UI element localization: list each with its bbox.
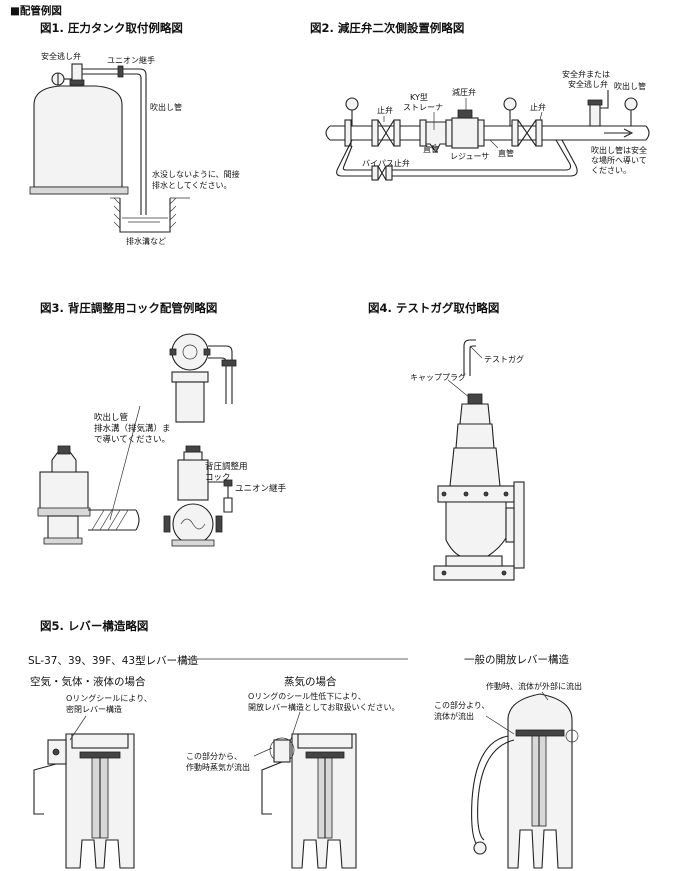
fig3-note-line3: で導いてください。 (94, 435, 170, 445)
fig2-title: 図2. 減圧弁二次側設置例略図 (310, 21, 465, 35)
fig5-steam-note-line1: Oリングのシール性低下により、 (248, 692, 366, 701)
fig4-label-cap-plug: キャッププラグ (410, 373, 466, 382)
fig3-drawing (37, 333, 237, 547)
fig4-title: 図4. テストガグ取付略図 (368, 301, 500, 315)
fig2-note-line2: な場所へ導いて (591, 156, 647, 165)
fig2-note-line3: ください。 (591, 166, 631, 175)
fig5-general-title: 一般の開放レバー構造 (464, 654, 569, 666)
fig5-oring-line1: Oリングシールにより、 (66, 694, 152, 703)
fig4-valve-body (445, 501, 507, 557)
fig2-label-straight-left: 直管 (423, 145, 439, 154)
tank-base (29, 186, 129, 195)
fig3-discharge-pipe (88, 509, 140, 531)
fig2-label-reducing-valve: 減圧弁 (452, 88, 476, 97)
fig4-side-flange (513, 481, 525, 569)
fig2-main-pipe (325, 125, 650, 141)
fig2-label-regulator: レジューサ (450, 152, 490, 161)
fig1-title: 図1. 圧力タンク取付例略図 (40, 21, 183, 35)
fig2-label-ky-line2: ストレーナ (403, 103, 443, 112)
fig1-discharge-pipe (82, 68, 147, 215)
fig2-label-safety-line2: 安全逃し弁 (568, 80, 608, 89)
fig2-label-ky-line1: KY型 (410, 93, 428, 102)
fig5-oring-line2: 密閉レバー構造 (66, 705, 122, 714)
fig2-label-safety-line1: 安全弁または (562, 70, 610, 79)
fig2-gauge-1 (345, 97, 359, 111)
fig4-valve-bonnet (459, 403, 491, 425)
fig3-cock (208, 481, 233, 513)
fig5-steam-flow-line1: この部分から、 (186, 752, 242, 761)
fig2-gauge-2 (503, 97, 517, 111)
fig1-note-line2: 排水としてください。 (152, 181, 232, 190)
fig5-lever-steam (253, 711, 357, 869)
fig2-label-stop-valve-left: 止弁 (377, 106, 393, 115)
fig2-reducing-valve (451, 117, 479, 149)
fig2-note-line1: 吹出し管は安全 (591, 146, 647, 155)
fig1-label-discharge-pipe: 吹出し管 (150, 103, 182, 112)
fig2-drawing (325, 90, 650, 181)
fig3-label-cock-line2: コック (205, 473, 231, 483)
page-heading: ■配管例図 (10, 5, 62, 17)
fig5-general-top: 作動時、流体が外部に流出 (486, 682, 582, 691)
fig3-valve-topview (171, 333, 209, 371)
fig4-upper-flange (437, 485, 515, 503)
fig5-steam-note-line2: 開放レバー構造としてお取扱いください。 (248, 703, 400, 712)
fig2-flow-arrow (604, 128, 634, 138)
fig2-bypass-pipe (336, 139, 578, 177)
fig2-label-straight-right: 直管 (498, 149, 514, 158)
fig4-drawing (433, 339, 525, 581)
fig1-note-line1: 水没しないように、間接 (152, 170, 240, 179)
fig4-label-test-gag: テストガグ (484, 355, 524, 364)
fig2-label-discharge-pipe: 吹出し管 (614, 82, 646, 91)
fig1-label-union: ユニオン継手 (107, 56, 155, 65)
fig5-general-flow-line2: 流体が流出 (434, 712, 474, 721)
fig1-drain-pit (119, 198, 171, 233)
fig3-label-cock-line1: 背圧調整用 (205, 462, 248, 472)
fig5-title: 図5. レバー構造略図 (40, 619, 149, 633)
fig5-model-line: SL-37、39、39F、43型レバー構造 (28, 655, 199, 667)
fig5-handle (471, 735, 515, 847)
pressure-tank (33, 85, 123, 188)
fig2-gauge-3 (624, 97, 638, 111)
fig5-steam-case: 蒸気の場合 (284, 676, 337, 688)
fig4-test-gag (463, 339, 476, 376)
fig2-safety-valve (589, 103, 601, 127)
fig3-label-union: ユニオン継手 (235, 484, 287, 494)
fig5-drawing (33, 658, 579, 869)
fig5-air-case: 空気・気体・液体の場合 (30, 676, 146, 688)
fig5-general-flow-line1: この部分より、 (434, 701, 490, 710)
fig5-lever-general (471, 691, 579, 869)
fig2-label-stop-valve-right: 止弁 (530, 103, 546, 112)
fig1-drawing (29, 63, 190, 233)
fig5-steam-flow-line2: 作動時蒸気が流出 (186, 763, 250, 772)
fig3-note-line1: 吹出し管 (94, 413, 129, 423)
fig1-label-drain: 排水溝など (126, 237, 166, 246)
fig1-label-safety-valve: 安全逃し弁 (41, 52, 81, 61)
fig1-safety-valve (71, 63, 83, 87)
fig3-title: 図3. 背圧調整用コック配管例略図 (40, 301, 218, 315)
fig3-note-line2: 排水溝（排気溝）ま (94, 424, 171, 434)
fig5-lever-air (33, 715, 135, 869)
fig2-label-bypass: バイパス止弁 (362, 159, 410, 168)
